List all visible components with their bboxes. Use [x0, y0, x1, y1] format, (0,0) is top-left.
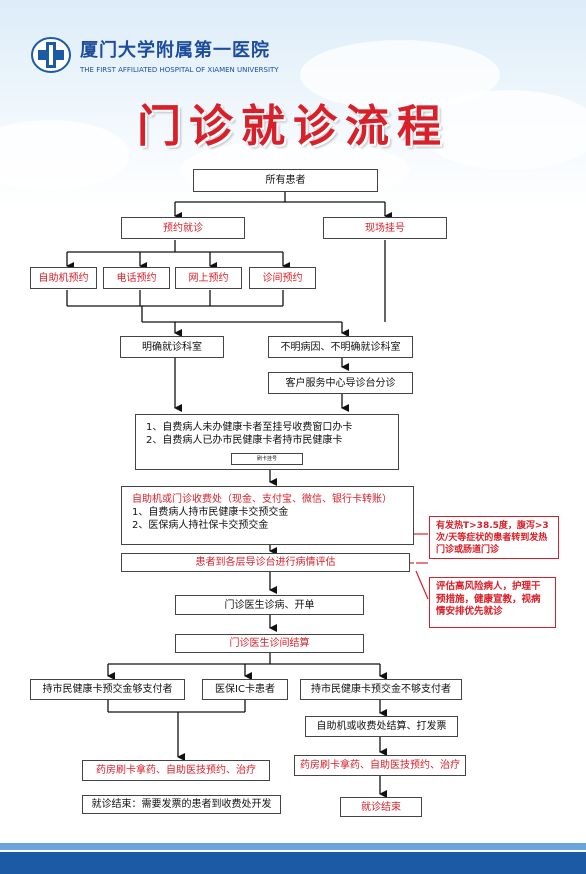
payment-line-1: 1、自费病人持市民健康卡交预交金: [132, 507, 289, 518]
visit-end-left-box: 就诊结束：需要发票的患者到收费处开发: [82, 795, 281, 814]
footer-stripe-dark: [0, 852, 586, 874]
appointment-box: 预约就诊: [121, 217, 245, 239]
self-service-settlement-box: 自助机或收费处结算、打发票: [305, 716, 458, 737]
health-card-line-1: 1、自费病人未办健康卡者至挂号收费窗口办卡: [146, 422, 353, 433]
footer-stripe-light: [0, 843, 586, 850]
clinic-appointment-box: 诊间预约: [249, 267, 316, 289]
cloud-decoration: [0, 120, 130, 190]
medical-ic-card-box: 医保IC卡患者: [202, 679, 288, 700]
triage-desk-box: 客户服务中心导诊台分诊: [268, 372, 413, 394]
pharmacy-right-box: 药房刷卡拿药、自助医技预约、治疗: [294, 755, 466, 776]
condition-assessment-box: 患者到各层导诊台进行病情评估: [121, 553, 410, 572]
cloud-decoration: [420, 90, 586, 170]
hospital-name: 厦门大学附属第一医院: [80, 40, 270, 61]
health-card-line-2: 2、自费病人已办市民健康卡者持市民健康卡: [146, 435, 343, 446]
hospital-cross-logo-icon: [31, 37, 71, 73]
all-patients-box: 所有患者: [193, 169, 378, 192]
payment-title: 自助机或门诊收费处（现金、支付宝、微信、银行卡转账）: [132, 494, 392, 505]
online-appointment-box: 网上预约: [175, 267, 242, 289]
payment-line-2: 2、医保病人持社保卡交预交金: [132, 520, 269, 531]
payment-box: 自助机或门诊收费处（现金、支付宝、微信、银行卡转账） 1、自费病人持市民健康卡交…: [121, 486, 414, 545]
insufficient-prepay-box: 持市民健康卡预交金不够支付者: [300, 679, 462, 700]
sufficient-prepay-box: 持市民健康卡预交金够支付者: [30, 679, 185, 700]
hospital-name-english: THE FIRST AFFILIATED HOSPITAL OF XIAMEN …: [80, 66, 279, 74]
health-card-box: 1、自费病人未办健康卡者至挂号收费窗口办卡 2、自费病人已办市民健康卡者持市民健…: [135, 414, 399, 470]
phone-appointment-box: 电话预约: [103, 267, 170, 289]
self-service-appointment-box: 自助机预约: [30, 267, 97, 289]
page-title: 门诊就诊流程: [137, 101, 449, 152]
card-registration-tiny-box: 刷卡挂号: [231, 453, 303, 465]
visit-end-right-box: 就诊结束: [340, 797, 422, 817]
doctor-settlement-box: 门诊医生诊间结算: [175, 634, 364, 653]
pharmacy-left-box: 药房刷卡拿药、自助医技预约、治疗: [82, 760, 270, 781]
walk-in-registration-box: 现场挂号: [323, 217, 447, 239]
unknown-department-box: 不明病因、不明确就诊科室: [268, 336, 413, 358]
fever-referral-note: 有发热T>38.5度，腹泻>3次/天等症状的患者转到发热门诊或肠道门诊: [429, 516, 559, 559]
known-department-box: 明确就诊科室: [120, 336, 224, 358]
doctor-diagnosis-box: 门诊医生诊病、开单: [175, 595, 364, 615]
high-risk-note: 评估高风险病人，护理干预措施，健康宣教，视病情安排优先就诊: [429, 577, 556, 628]
